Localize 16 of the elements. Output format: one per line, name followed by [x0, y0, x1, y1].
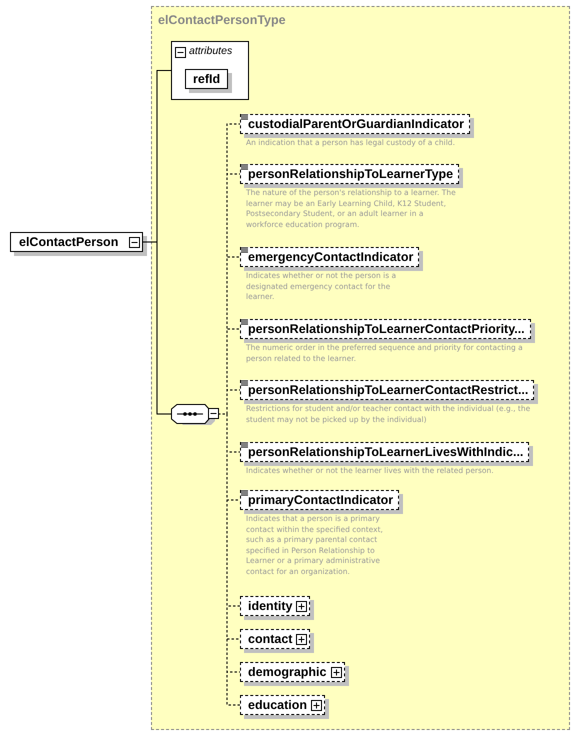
element-name: identity: [248, 599, 292, 613]
attributes-heading: attributes: [189, 45, 232, 57]
element-name: education: [248, 698, 308, 712]
element-name: custodialParentOrGuardianIndicator: [248, 117, 464, 131]
element-name: primaryContactIndicator: [248, 493, 394, 507]
element-name: elContactPerson: [19, 235, 118, 249]
type-container: [151, 6, 570, 730]
element-name: personRelationshipToLearnerType: [248, 167, 454, 181]
element-name: personRelationshipToLearnerContactPriority...: [248, 322, 525, 336]
attributes-panel: [171, 41, 249, 100]
element-name: personRelationshipToLearnerContactRestrict...: [248, 383, 528, 397]
element-name: demographic: [248, 665, 326, 679]
element-name: contact: [248, 632, 292, 646]
element-name: personRelationshipToLearnerLivesWithIndic...: [248, 445, 524, 459]
element-name: emergencyContactIndicator: [248, 250, 414, 264]
type-name: elContactPersonType: [158, 13, 286, 27]
